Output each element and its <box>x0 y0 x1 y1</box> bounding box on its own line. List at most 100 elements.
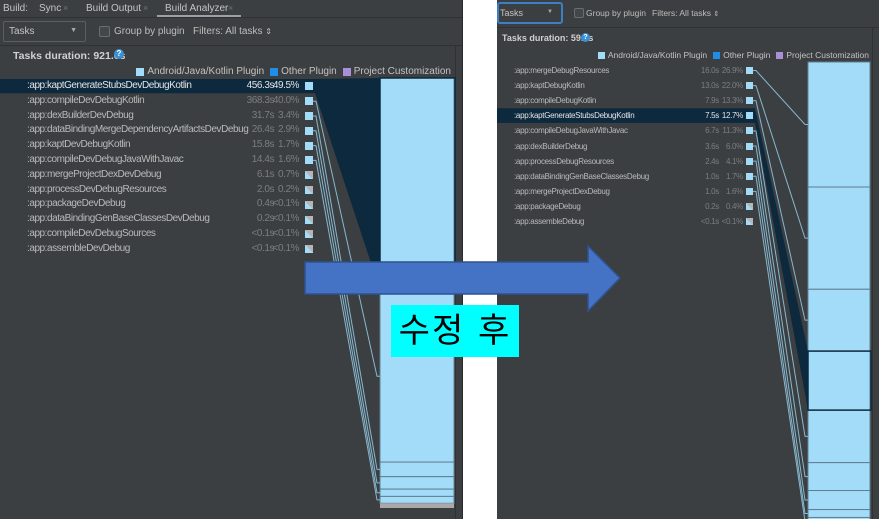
bar-segment[interactable] <box>379 495 455 504</box>
legend-label: Project Customization <box>353 66 451 77</box>
group-by-plugin-checkbox[interactable] <box>574 8 584 18</box>
task-duration: 0.2s <box>256 213 275 225</box>
task-row[interactable]: :app:assembleDevDebug<0.1s<0.1% <box>0 242 315 257</box>
task-duration: 2.4s <box>705 156 719 166</box>
bar-segment[interactable] <box>807 186 871 290</box>
chevron-down-icon: ▼ <box>547 9 553 15</box>
group-by-plugin-checkbox[interactable] <box>99 26 110 37</box>
task-name: :app:dataBindingMergeDependencyArtifacts… <box>27 124 249 136</box>
task-row[interactable]: :app:dataBindingMergeDependencyArtifacts… <box>0 123 315 138</box>
plugin-color-swatch-icon <box>746 172 753 180</box>
selected-bar-segment[interactable] <box>807 350 872 411</box>
filters-button[interactable]: Filters: All tasks ⇕ <box>652 8 719 18</box>
bar-segment[interactable] <box>807 490 871 511</box>
task-link-line <box>753 85 808 239</box>
legend-swatch-android <box>136 67 145 76</box>
task-name: :app:compileDevDebugKotlin <box>27 94 145 106</box>
task-duration: 7.9s <box>705 96 719 106</box>
task-duration: 6.1s <box>256 168 275 180</box>
task-name: :app:processDevDebugResources <box>27 183 167 195</box>
task-percent: <0.1% <box>272 213 300 225</box>
bar-segment[interactable] <box>379 476 455 490</box>
task-duration: 7.5s <box>705 111 719 121</box>
tab-build-output[interactable]: Build Output <box>86 3 142 14</box>
task-row[interactable]: :app:compileDevDebugSources<0.1s<0.1% <box>0 227 315 242</box>
build-analyzer-after-panel: Tasks ▼ Group by plugin Filters: All tas… <box>497 0 879 519</box>
after-fix-caption: 수정 후 <box>391 305 519 357</box>
bar-segment[interactable] <box>379 77 455 291</box>
task-percent: 13.3% <box>721 96 743 106</box>
plugin-color-swatch-icon <box>746 82 753 90</box>
legend-swatch-project <box>342 67 351 76</box>
task-name: :app:processDebugResources <box>514 156 614 166</box>
tab-sync[interactable]: Sync <box>39 3 62 14</box>
sort-arrows-icon: ⇕ <box>265 27 272 36</box>
task-percent: 6.0% <box>725 141 743 151</box>
task-name: :app:kaptGenerateStubsDevDebugKotlin <box>27 80 192 91</box>
legend-item-android-plugin: Android/Java/Kotlin Plugin <box>136 66 264 77</box>
task-name: :app:compileDebugJavaWithJavac <box>514 126 628 136</box>
view-select-dropdown[interactable]: Tasks ▼ <box>497 2 563 24</box>
task-duration: 2.0s <box>256 183 275 195</box>
task-duration: 15.8s <box>251 139 275 151</box>
bar-segment[interactable] <box>807 462 871 492</box>
task-percent: 1.7% <box>278 139 299 151</box>
bar-segment[interactable] <box>807 288 871 352</box>
help-icon[interactable]: ? <box>581 33 590 42</box>
task-percent: <0.1% <box>272 228 300 239</box>
group-by-plugin-label[interactable]: Group by plugin <box>114 26 185 37</box>
view-select-dropdown[interactable]: Tasks ▼ <box>3 21 86 42</box>
bar-segment[interactable] <box>379 461 455 478</box>
bar-segment[interactable] <box>807 61 871 188</box>
task-name: :app:packageDebug <box>514 201 581 211</box>
task-percent: 1.6% <box>278 154 299 165</box>
legend-swatch-other <box>270 67 279 76</box>
task-percent: 0.7% <box>278 168 299 180</box>
task-name: :app:kaptGenerateStubsDebugKotlin <box>514 111 635 121</box>
tab-sync-close-icon[interactable]: × <box>63 3 69 13</box>
task-duration: 26.4s <box>251 124 275 136</box>
tab-build-output-close-icon[interactable]: × <box>143 3 149 13</box>
tab-build-analyzer-close-icon[interactable]: × <box>228 3 234 13</box>
bar-segment[interactable] <box>807 516 871 519</box>
task-row[interactable]: :app:assembleDebug<0.1s<0.1% <box>497 214 755 229</box>
plugin-color-swatch-icon <box>305 126 313 135</box>
task-percent: 0.4% <box>725 201 743 211</box>
filters-button[interactable]: Filters: All tasks ⇕ <box>193 26 272 37</box>
tab-build-analyzer[interactable]: Build Analyzer <box>165 3 229 14</box>
legend-item-project-customization: Project Customization <box>776 50 869 60</box>
task-percent: 3.4% <box>278 109 299 121</box>
bar-segment[interactable] <box>807 509 871 518</box>
bar-segment[interactable] <box>379 488 455 497</box>
plugin-color-swatch-icon <box>305 82 313 91</box>
help-icon[interactable]: ? <box>114 49 124 59</box>
small-task-swatch-icon <box>305 171 313 180</box>
group-by-plugin-label[interactable]: Group by plugin <box>586 8 647 18</box>
task-link-line <box>313 145 380 494</box>
bar-segment[interactable] <box>807 409 871 464</box>
small-task-swatch-icon <box>746 202 753 210</box>
bar-segment[interactable] <box>807 350 871 411</box>
task-link-line <box>753 160 808 501</box>
task-duration: 31.7s <box>251 109 275 121</box>
